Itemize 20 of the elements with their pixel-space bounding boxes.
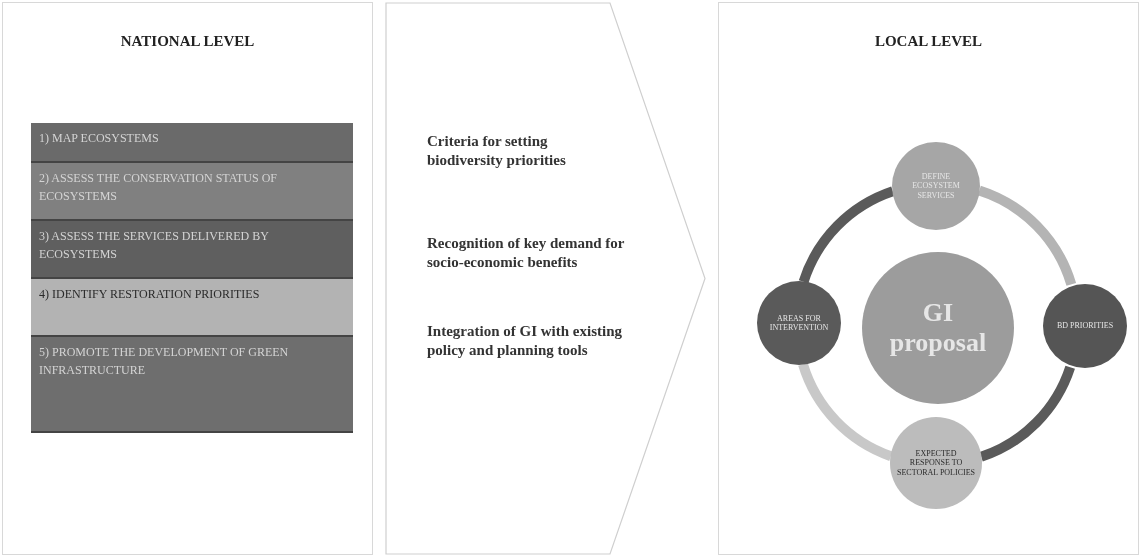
panel-title: NATIONAL LEVEL bbox=[119, 33, 256, 50]
criteria-text: Criteria for setting biodiversity priorities bbox=[427, 132, 567, 170]
ring-arc bbox=[979, 365, 1075, 462]
ring-arc bbox=[798, 362, 893, 461]
level-panel bbox=[718, 2, 1139, 555]
panel-title: LOCAL LEVEL bbox=[873, 33, 984, 50]
topic-circle: BD PRIORITIES bbox=[1043, 284, 1127, 368]
step-bar: 5) PROMOTE THE DEVELOPMENT OF GREEN INFRASTRUCTURE bbox=[31, 337, 353, 433]
level-panel bbox=[2, 2, 373, 555]
topic-circle: EXPECTED RESPONSE TO SECTORAL POLICIES bbox=[890, 417, 982, 509]
criteria-text: Recognition of key demand for socio-economic benefits bbox=[427, 234, 626, 272]
proposal-circle: GI proposal bbox=[862, 252, 1014, 404]
step-bar: 2) ASSESS THE CONSERVATION STATUS OF ECOSYSTEMS bbox=[31, 163, 353, 221]
criteria-text: Integration of GI with existing policy and planning tools bbox=[427, 322, 623, 360]
step-bar: 1) MAP ECOSYSTEMS bbox=[31, 123, 353, 163]
step-bar: 4) IDENTIFY RESTORATION PRIORITIES bbox=[31, 279, 353, 337]
topic-circle: AREAS FOR INTERVENTION bbox=[757, 281, 841, 365]
ring-arc bbox=[977, 185, 1076, 287]
step-bar: 3) ASSESS THE SERVICES DELIVERED BY ECOSYSTEMS bbox=[31, 221, 353, 279]
ring-arc bbox=[798, 186, 895, 284]
